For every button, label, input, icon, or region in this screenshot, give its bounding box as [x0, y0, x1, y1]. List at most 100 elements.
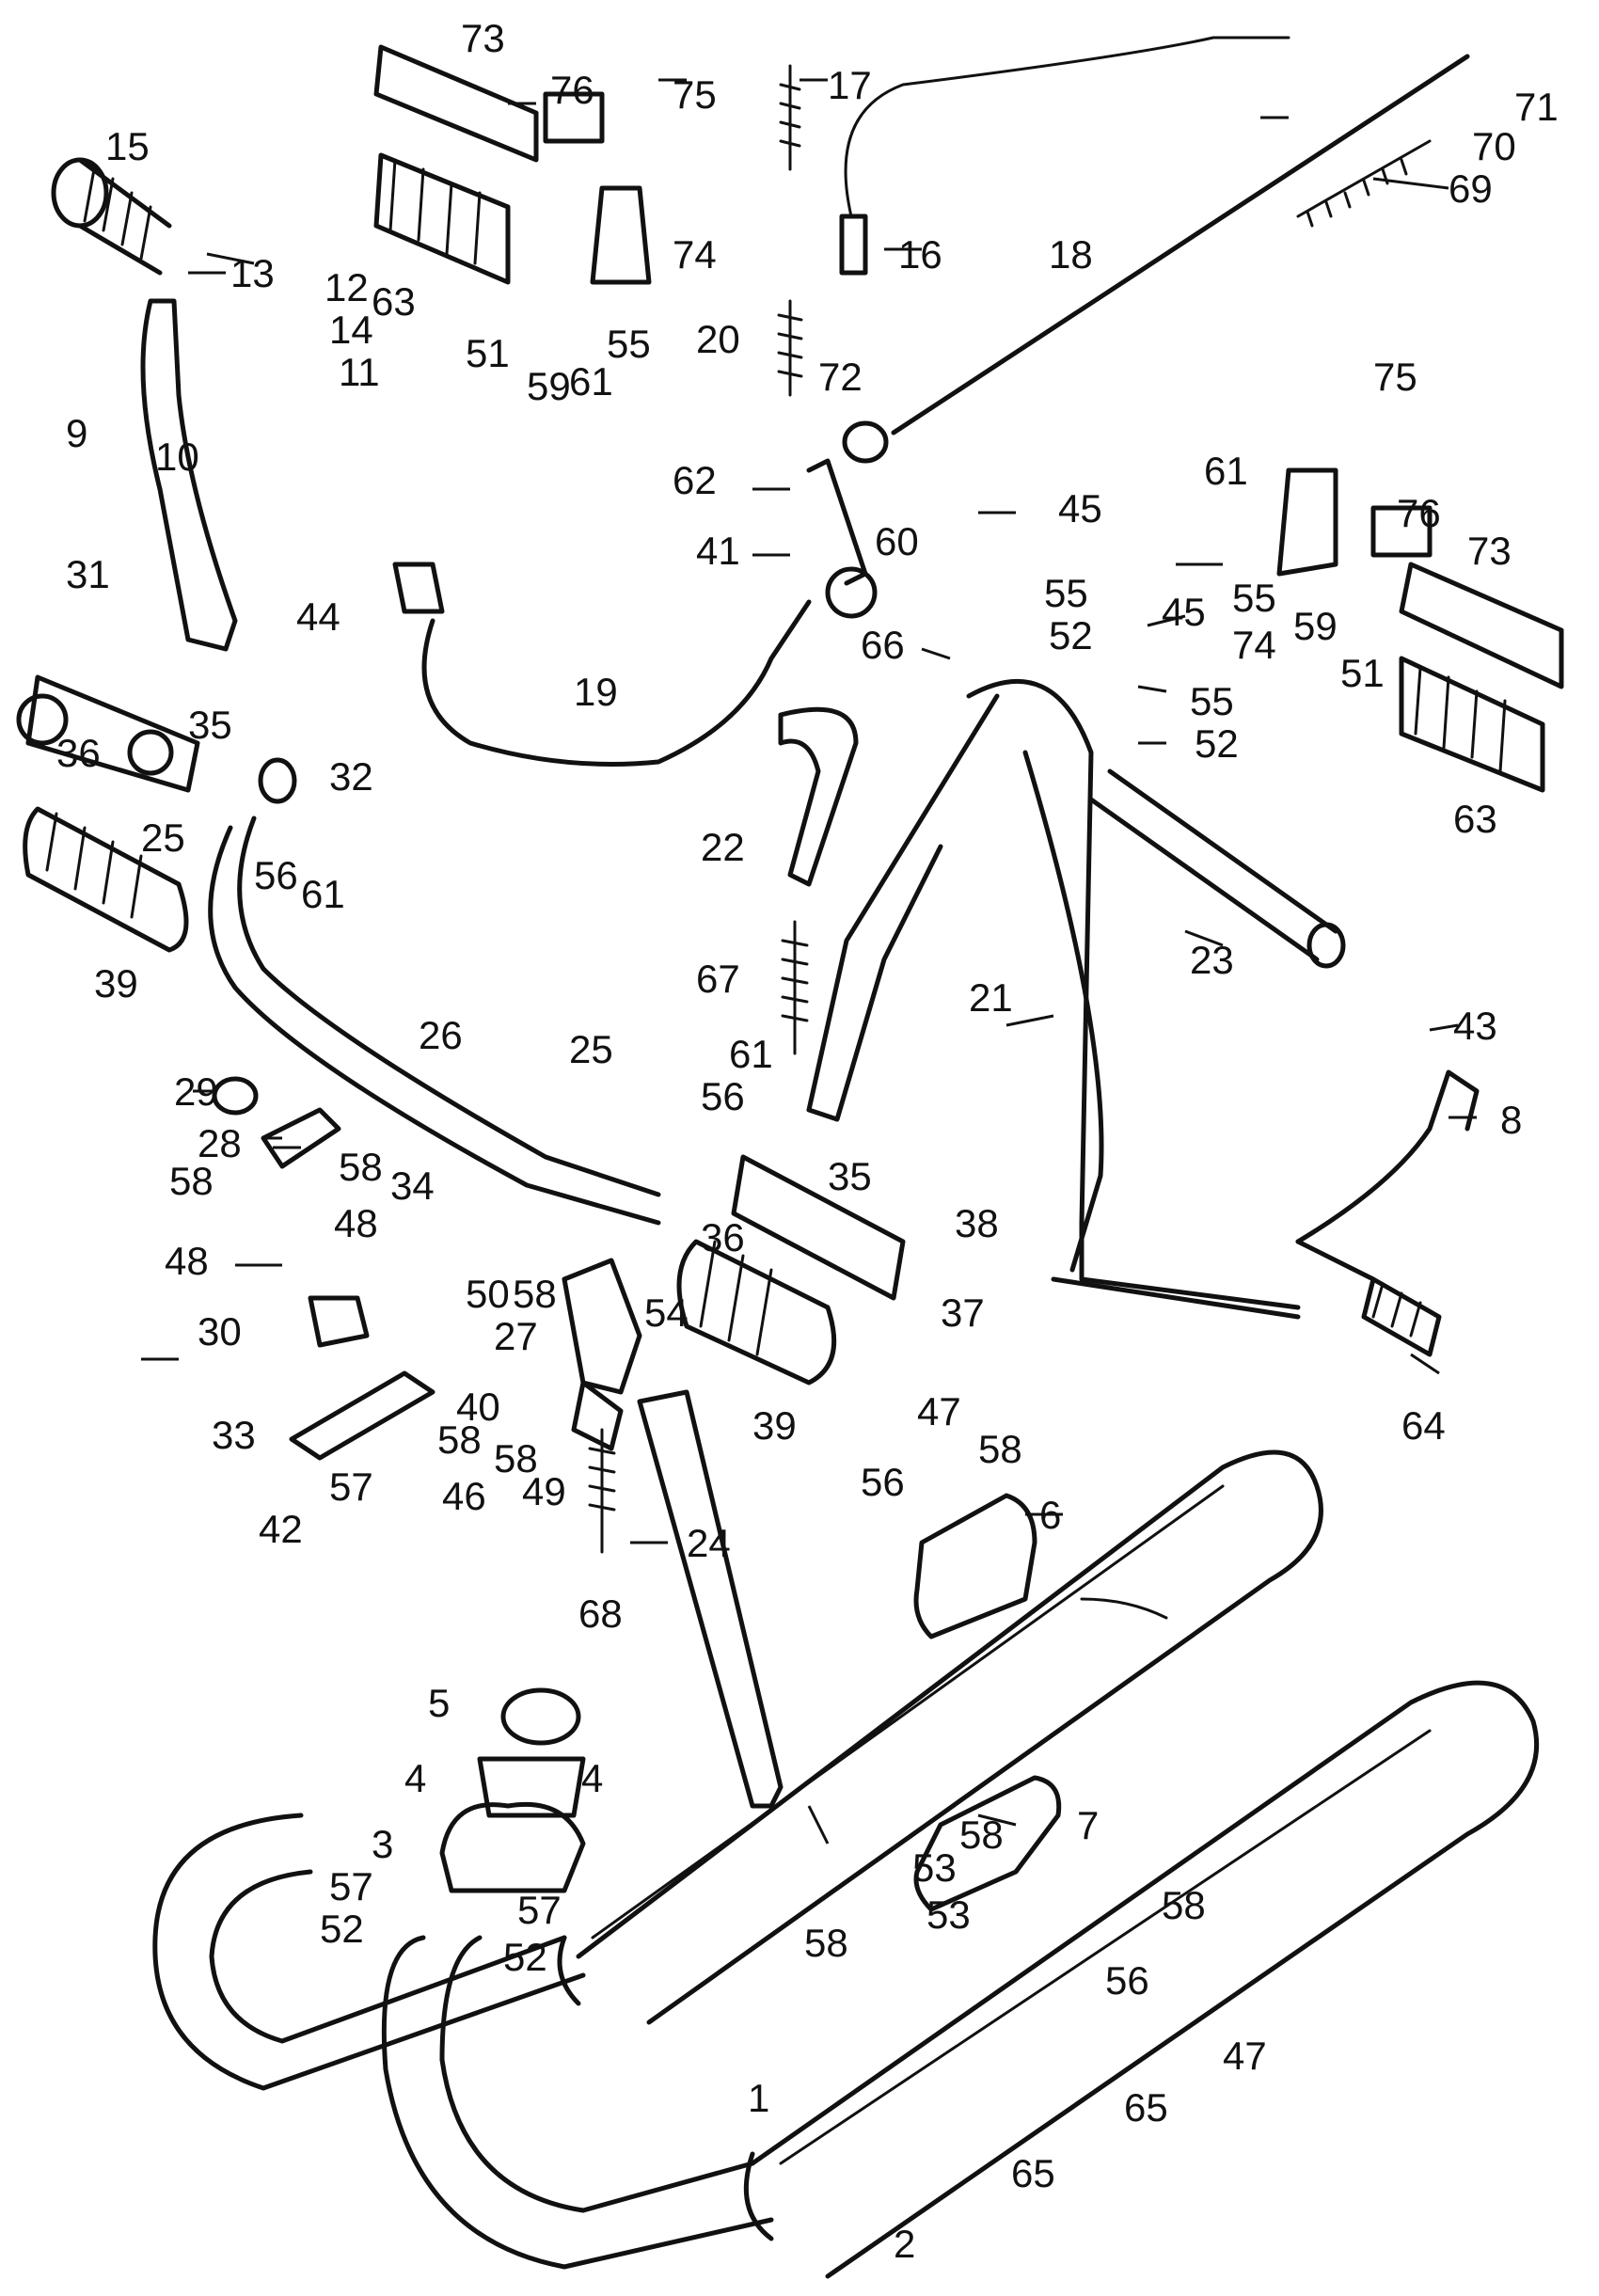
callout-75a: 75	[673, 72, 717, 117]
leader-lines	[141, 78, 1477, 1845]
callout-20: 20	[696, 317, 740, 361]
callout-4b: 4	[581, 1756, 603, 1800]
callout-56b: 56	[701, 1074, 745, 1118]
pedal-pivot-bracket	[562, 1258, 642, 1395]
callout-47a: 47	[917, 1389, 961, 1433]
callout-58e: 58	[494, 1436, 538, 1481]
callout-36b: 36	[701, 1215, 745, 1259]
callout-52a: 52	[1049, 613, 1093, 657]
callout-58d: 58	[437, 1417, 482, 1462]
spring-68	[588, 1428, 616, 1554]
callout-56d: 56	[1105, 1958, 1149, 2003]
callout-57a: 57	[329, 1465, 373, 1509]
bracket-30	[308, 1295, 370, 1348]
callout-38: 38	[955, 1201, 999, 1245]
callout-34: 34	[390, 1164, 435, 1208]
callout-21: 21	[969, 975, 1013, 1020]
callout-15: 15	[105, 124, 150, 168]
bracket-28	[261, 1107, 341, 1169]
brake-rod	[891, 54, 1470, 435]
collar-29	[212, 1076, 259, 1116]
muffler-bracket-7	[913, 1775, 1062, 1912]
callout-76a: 76	[550, 68, 594, 112]
callout-58g: 58	[959, 1813, 1004, 1857]
callout-53a: 53	[912, 1845, 957, 1890]
callout-61b: 61	[301, 872, 345, 916]
callout-labels: 1 2 3 4 4 5 6 7 8 9 10 11 12 13 14 15 16…	[56, 16, 1559, 2266]
exhaust-pipes	[152, 1813, 774, 2270]
callout-11: 11	[339, 350, 380, 394]
callout-60: 60	[875, 519, 919, 563]
callout-52c: 52	[320, 1907, 364, 1951]
callout-55d: 55	[1232, 576, 1276, 620]
side-stand	[637, 1389, 784, 1809]
callout-4a: 4	[404, 1756, 426, 1800]
callout-50: 50	[466, 1272, 510, 1316]
callout-56a: 56	[254, 853, 298, 897]
callout-16: 16	[898, 232, 942, 277]
callout-72: 72	[818, 355, 863, 399]
callout-73a: 73	[461, 16, 505, 60]
callout-58i: 58	[1162, 1883, 1206, 1927]
callout-35b: 35	[828, 1154, 872, 1198]
callout-7: 7	[1077, 1803, 1099, 1847]
bracket-33	[289, 1370, 435, 1461]
callout-58b: 58	[339, 1145, 383, 1189]
callout-12: 12	[325, 265, 369, 309]
callout-14: 14	[329, 308, 373, 352]
callout-61a: 61	[569, 359, 613, 404]
callout-36a: 36	[56, 731, 101, 775]
callout-2: 2	[894, 2222, 915, 2266]
callout-71: 71	[1514, 85, 1559, 129]
lever-arm	[140, 298, 238, 652]
stand-shaft	[1088, 768, 1338, 962]
callout-68: 68	[578, 1591, 623, 1636]
callout-39b: 39	[752, 1403, 797, 1448]
callout-55a: 55	[607, 322, 651, 366]
callout-55b: 55	[1044, 571, 1088, 615]
spring-69	[1296, 139, 1432, 228]
callout-9: 9	[66, 411, 87, 455]
callout-42: 42	[259, 1507, 303, 1551]
callout-22: 22	[701, 825, 745, 869]
callout-23: 23	[1190, 938, 1234, 982]
callout-47b: 47	[1223, 2034, 1267, 2078]
callout-27: 27	[494, 1314, 538, 1358]
parts-illustration	[16, 36, 1564, 2279]
callout-66: 66	[861, 623, 905, 667]
callout-67: 67	[696, 957, 740, 1001]
callout-25b: 25	[569, 1027, 613, 1071]
callout-40: 40	[456, 1385, 500, 1429]
callout-43: 43	[1453, 1004, 1497, 1048]
callout-51b: 51	[1340, 651, 1385, 695]
callout-54: 54	[644, 1291, 689, 1335]
callout-74b: 74	[1232, 623, 1276, 667]
callout-58a: 58	[169, 1159, 214, 1203]
callout-75b: 75	[1373, 355, 1417, 399]
right-footpeg-bracket	[731, 1154, 906, 1301]
stop-switch-cable	[844, 36, 1290, 218]
muffler-bracket-6	[913, 1493, 1037, 1639]
callout-18: 18	[1049, 232, 1093, 277]
callout-63b: 63	[1453, 797, 1497, 841]
stand-stopper	[778, 706, 859, 887]
callout-58c: 58	[513, 1272, 557, 1316]
callout-6: 6	[1039, 1493, 1061, 1537]
shift-lever	[1295, 1069, 1480, 1357]
callout-64: 64	[1401, 1403, 1446, 1448]
callout-49: 49	[522, 1469, 566, 1513]
callout-28: 28	[198, 1121, 242, 1165]
brake-return-spring	[777, 299, 803, 397]
callout-56c: 56	[861, 1460, 905, 1504]
rear-footpeg-left	[373, 44, 652, 285]
callout-74a: 74	[673, 232, 717, 277]
callout-17: 17	[828, 63, 872, 107]
callout-24: 24	[687, 1521, 731, 1565]
callout-65a: 65	[1011, 2151, 1055, 2195]
callout-19: 19	[574, 670, 618, 714]
callout-58h: 58	[804, 1921, 848, 1965]
footpeg-rubber-39-left	[23, 806, 189, 953]
stop-switch-spring	[779, 64, 801, 171]
callout-57c: 57	[517, 1888, 562, 1932]
